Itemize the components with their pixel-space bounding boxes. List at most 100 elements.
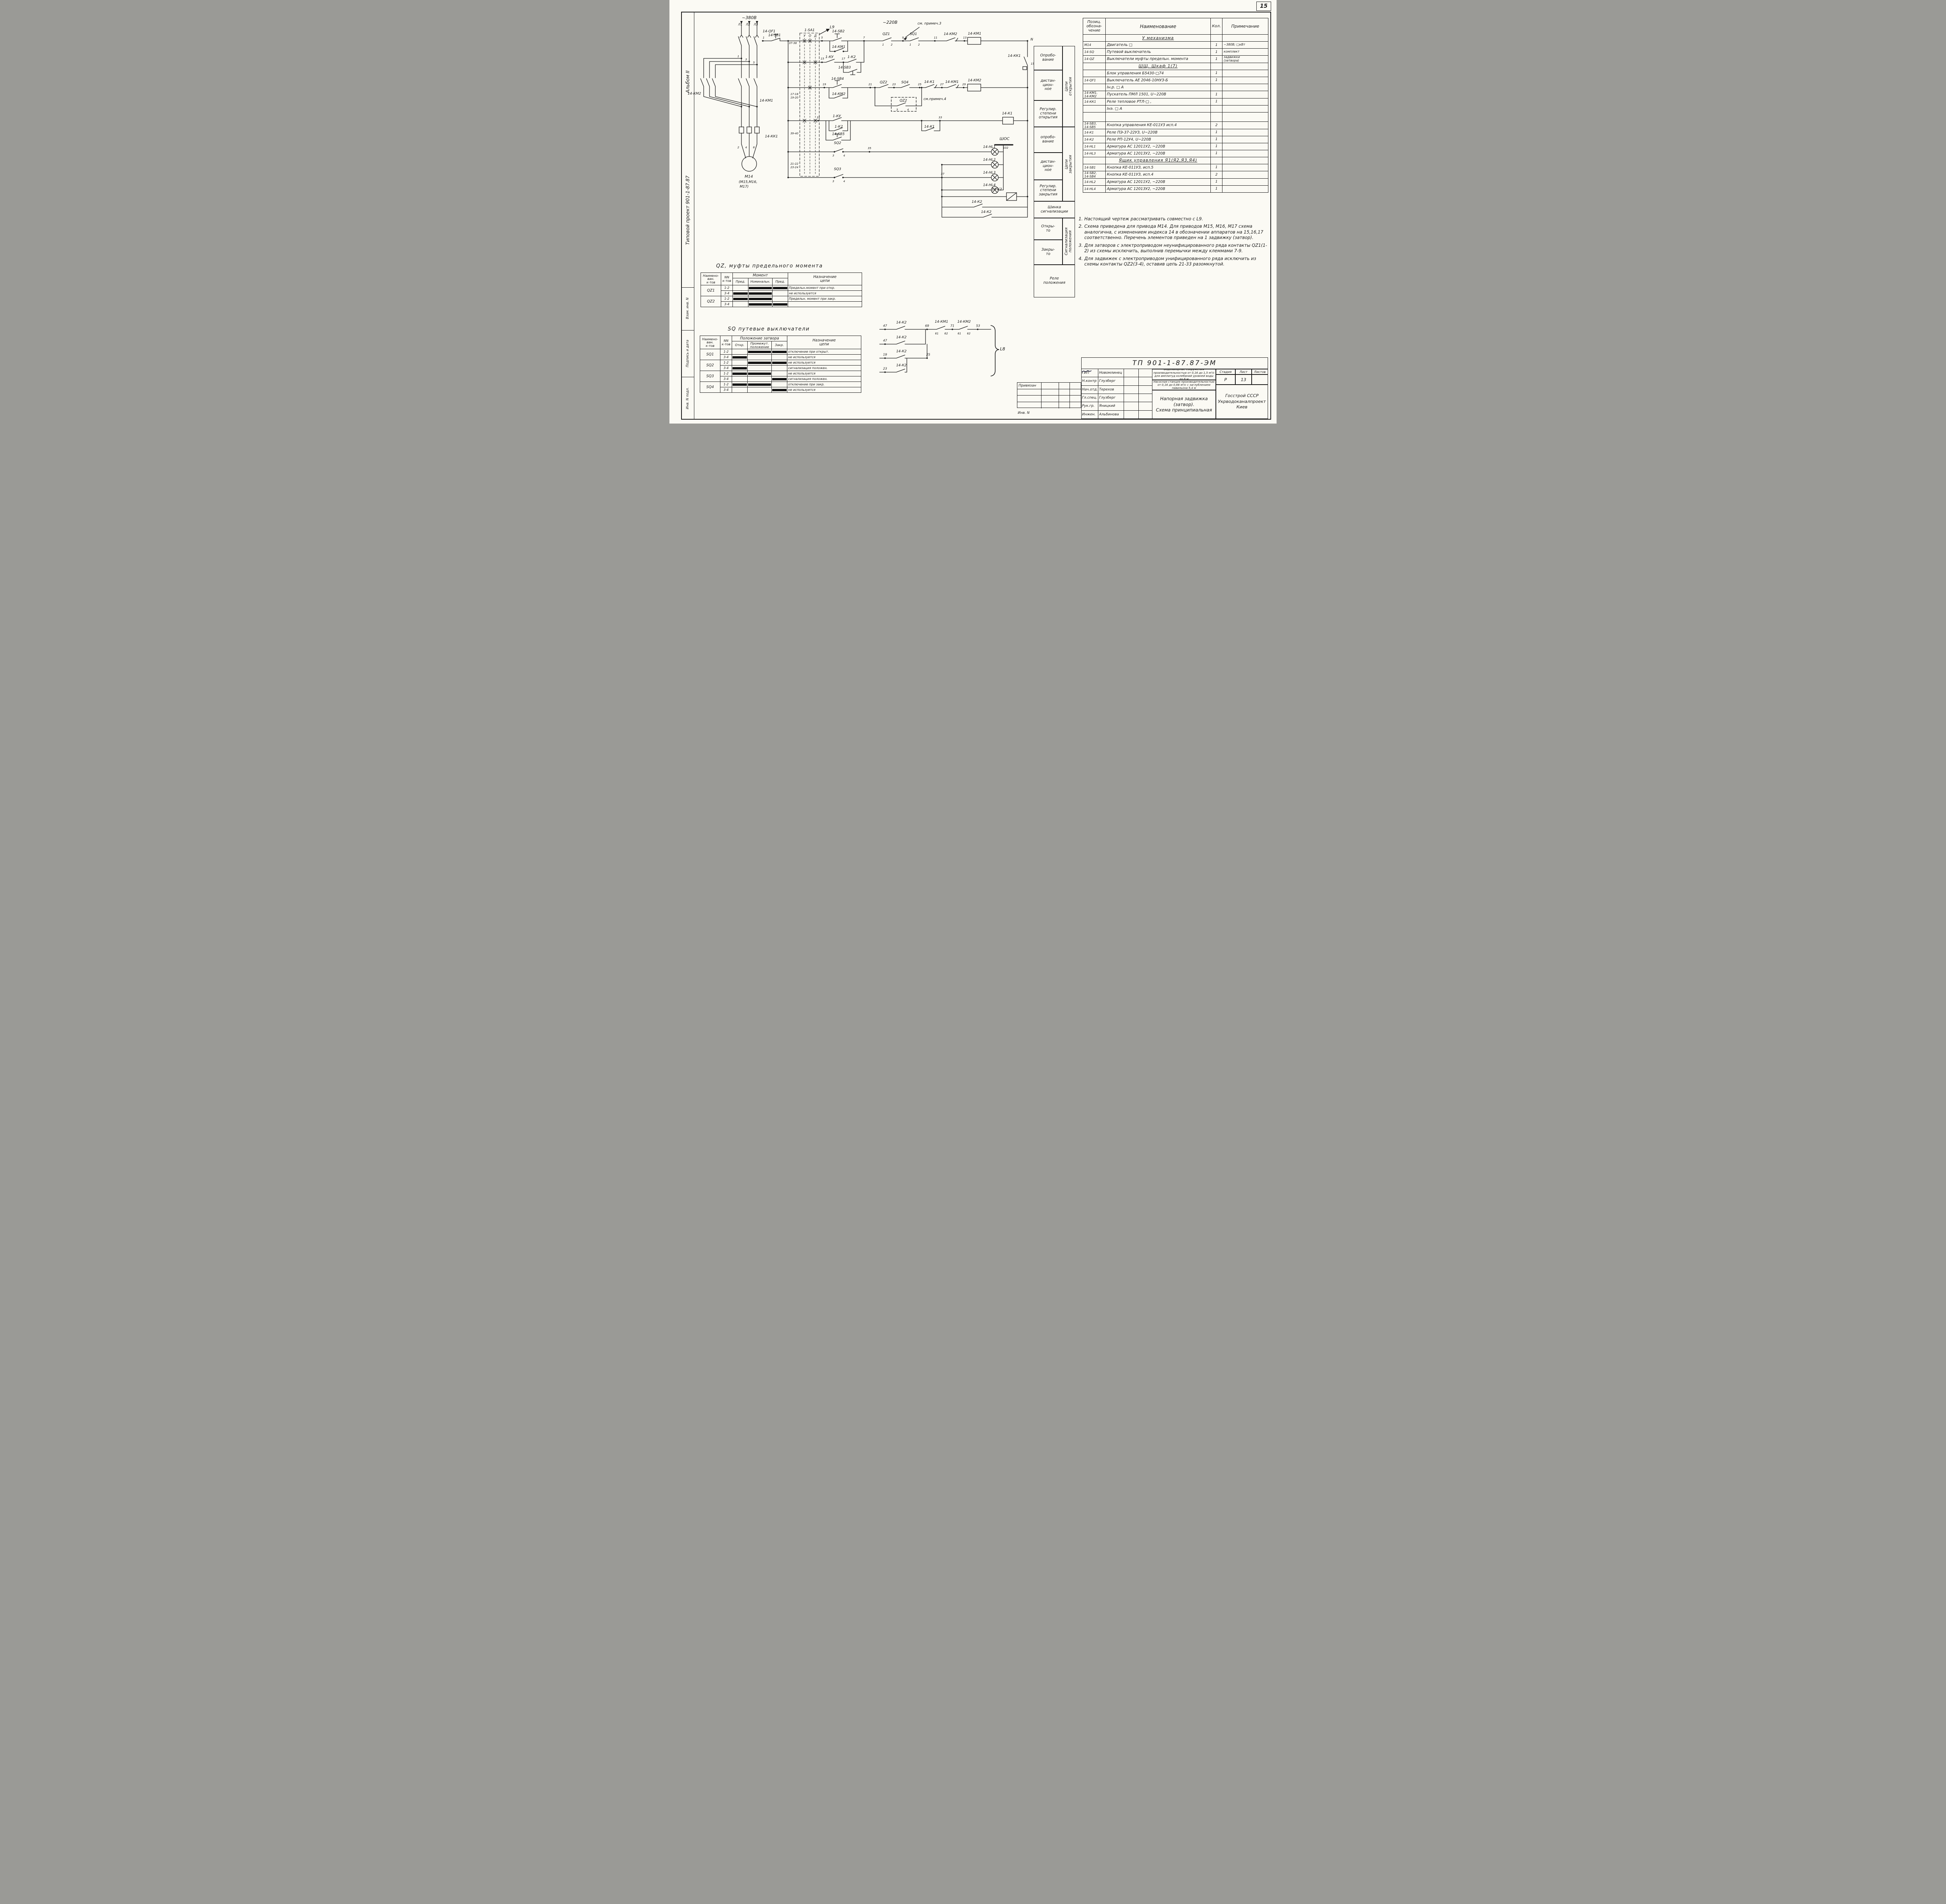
contact-nn: 3-4 <box>720 376 732 382</box>
supply-arrow-icon <box>756 21 758 24</box>
schematic-label: 14-КМ1 <box>945 80 959 84</box>
spec-section-row: У механизма <box>1083 34 1268 42</box>
contact-purpose: не используется <box>787 354 862 360</box>
stamp-field-vzam: Взам. инв. N <box>686 297 690 319</box>
junction-dot <box>834 151 835 153</box>
schematic-label: 37-38 <box>789 42 797 45</box>
schematic-label: 61 <box>957 332 961 336</box>
spec-row: Iнэ. □ А <box>1083 105 1268 113</box>
contact-state-cell <box>747 365 772 371</box>
schematic-label: 1-КУ <box>825 55 834 60</box>
schematic-label: 3 <box>832 180 834 183</box>
note-text: Для затворов с электроприводом неунифици… <box>1084 243 1267 254</box>
signature-row: Нач.отд.Терехов <box>1081 370 1152 394</box>
junction-dot <box>934 40 936 42</box>
schematic-label: 1 <box>762 36 765 40</box>
object-description: Насосная станция производительностью от … <box>1152 380 1216 390</box>
schematic-label: 102 <box>1003 146 1008 150</box>
note-number: 4. <box>1078 256 1083 261</box>
schematic-label: О <box>808 34 811 38</box>
schematic-label: 14-КМ2 <box>957 320 971 324</box>
signature-name: Глузберг <box>1098 394 1124 402</box>
schematic-label: 23 <box>892 83 896 86</box>
schematic-label: 14-К2 <box>896 336 907 340</box>
contact-purpose: не используется <box>788 290 862 296</box>
junction-dot <box>843 51 844 52</box>
schematic-label: Д <box>814 34 817 38</box>
junction-dot <box>1027 120 1028 121</box>
signature-role: Гл.спец. <box>1081 394 1098 402</box>
contact-state-cell <box>732 382 748 387</box>
schematic-label: 14-SB3 <box>838 66 851 70</box>
contact-group-name: SQ3 <box>700 371 720 382</box>
closed-state-bar <box>772 350 787 353</box>
schematic-label: 1-К2 <box>834 125 843 129</box>
schematic-label: 69 <box>925 324 929 328</box>
lamp-icons <box>991 148 999 194</box>
control-row-open <box>762 33 1028 218</box>
attached-label: Привязан <box>1017 383 1041 389</box>
closed-state-bar <box>773 303 788 306</box>
stage-label: Стадия <box>1216 369 1235 374</box>
zone-box: опробо- вание <box>1034 127 1063 153</box>
contact-state-cell <box>732 354 748 360</box>
schematic-label: ШОС <box>999 137 1010 141</box>
schematic-label: 3 <box>832 154 834 158</box>
junction-dot <box>834 51 836 52</box>
schematic-label: 1 <box>882 43 884 47</box>
schematic-label: 14-КМ2 <box>832 92 846 97</box>
junction-dot <box>869 87 871 88</box>
contact-state-cell <box>772 285 789 291</box>
organization: Госстрой СССР Укрводоканалпроект Киев <box>1216 385 1268 419</box>
schematic-label: 35 <box>868 147 871 150</box>
junction-dot <box>977 329 978 330</box>
contact-nn: 3-4 <box>720 365 732 371</box>
schematic-label: 14-HL1 <box>983 145 996 149</box>
qz2-dashed-box <box>891 97 917 112</box>
spec-section-row: Ящик управления Я1(Я2,Я3,Я4) <box>1083 156 1268 164</box>
schematic-label: N <box>1030 38 1033 42</box>
junction-dot <box>921 120 922 121</box>
junction-dot <box>741 106 742 107</box>
closed-state-bar <box>748 350 771 353</box>
contact-state-cell <box>747 360 772 366</box>
schematic-label: Л3 <box>753 23 758 26</box>
zone-rotated-label: Цепи закрытия <box>1064 155 1073 174</box>
junction-dot <box>787 62 789 63</box>
schematic-label: QZ2 <box>899 99 907 103</box>
control-row-close-reg <box>788 117 1028 141</box>
l8-brace-icon <box>991 325 999 376</box>
schematic-canvas <box>700 21 1028 376</box>
contact-group-name: SQ4 <box>700 382 720 393</box>
signature-row: Инжен.Альбинова <box>1081 370 1152 419</box>
note-item: 1.Настоящий чертеж рассматривать совмест… <box>1077 216 1269 222</box>
junction-dot <box>893 87 895 88</box>
stamp-divider <box>681 287 694 288</box>
schematic-label: 33 <box>938 116 942 120</box>
schematic-label: 14-HL2 <box>983 158 996 162</box>
signature-name: Глузберг <box>1098 377 1124 385</box>
junction-dot <box>762 40 764 42</box>
junction-dot <box>963 87 964 88</box>
signature-autograph-icon <box>1082 369 1139 377</box>
signature-autograph-icon <box>1082 370 1139 385</box>
junction-dot <box>952 329 953 330</box>
sheet-number: 15 <box>1260 3 1268 9</box>
note-text: Настоящий чертеж рассматривать совместно… <box>1084 216 1203 222</box>
contact-state-cell <box>771 354 788 360</box>
contact-state-cell <box>732 365 748 371</box>
signature-name: Терехов <box>1098 385 1124 394</box>
contact-nn: 3-4 <box>720 354 732 360</box>
closed-state-bar <box>732 383 747 386</box>
stamp-divider <box>681 330 694 331</box>
contact-state-cell <box>772 290 789 296</box>
signal-rows <box>788 144 1028 218</box>
junction-dot <box>964 40 965 42</box>
